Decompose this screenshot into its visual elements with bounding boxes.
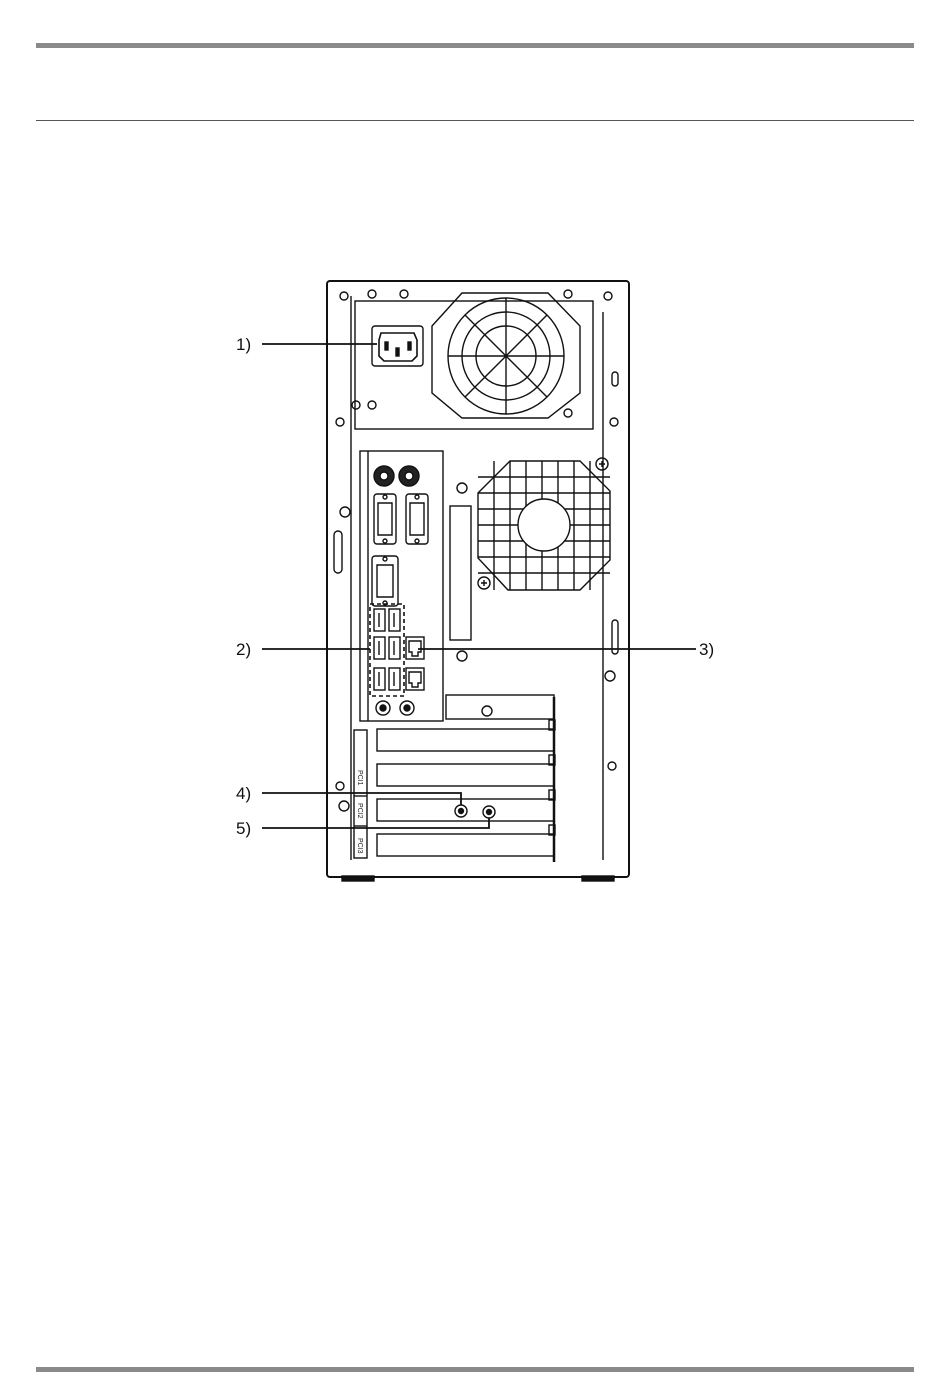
lan-ports [406, 637, 424, 690]
pci-slots: PCI1 PCI2 PCI3 [354, 695, 555, 862]
ps2-ports [374, 466, 419, 486]
io-audio-jacks [376, 701, 414, 715]
case-fan-grille [478, 458, 610, 590]
card-audio-jacks [455, 805, 495, 818]
psu-fan-grille [432, 293, 580, 418]
blank-slot-panel [450, 483, 471, 661]
callout-label-1: 1) [236, 335, 251, 354]
slot-label-pci1: PCI1 [356, 770, 363, 786]
serial-ports [372, 494, 428, 606]
slot-label-pci2: PCI2 [356, 803, 363, 819]
callout-label-5: 5) [236, 819, 251, 838]
power-supply [352, 290, 593, 429]
callout-label-3: 3) [699, 640, 714, 659]
usb-ports [370, 604, 404, 696]
callout-label-4: 4) [236, 784, 251, 803]
callout-labels: 1) 2) 3) 4) 5) [236, 335, 714, 838]
power-inlet [372, 326, 423, 366]
callout-label-2: 2) [236, 640, 251, 659]
slot-label-pci3: PCI3 [356, 838, 363, 854]
